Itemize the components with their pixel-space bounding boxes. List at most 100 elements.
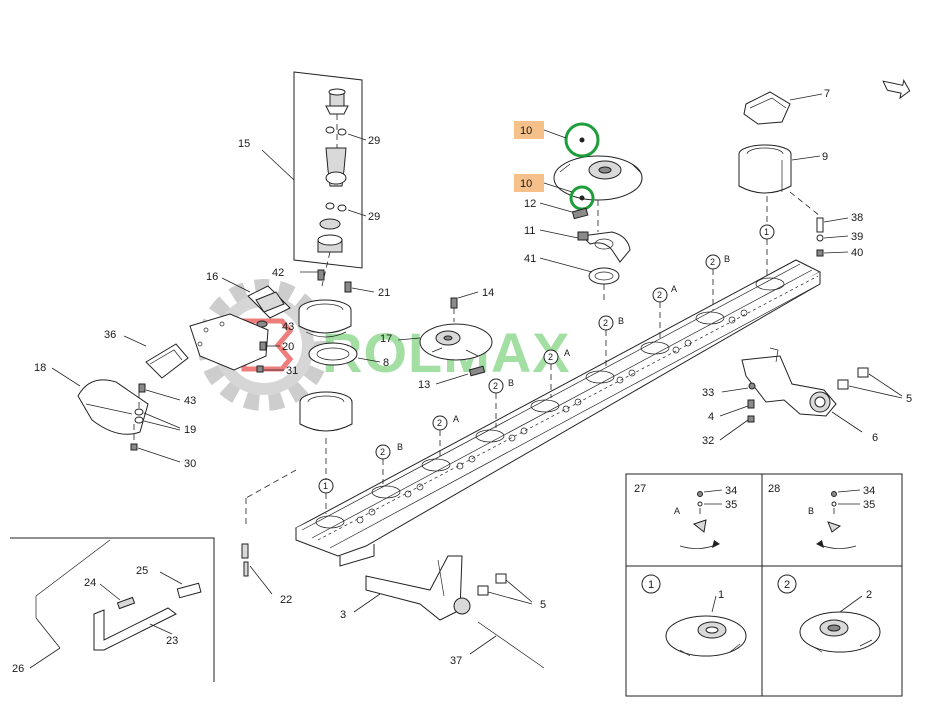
part-31-nut: 31 [256,365,298,377]
svg-text:15: 15 [238,138,250,150]
svg-text:43: 43 [184,395,196,407]
disc-seats [315,277,785,529]
part-30-nut: 30 [130,443,196,470]
svg-text:1: 1 [764,227,769,237]
part-3-arm: 3 [340,555,471,621]
inset-box-disc-1: 1 1 [641,574,747,657]
part-5-nuts-bottom: 5 [477,573,546,611]
part-10-bolt-top [543,122,600,158]
position-marker-2-b3: 2 B [488,378,514,428]
part-20-bolt: 20 [259,341,294,353]
inset-box-disc-2: 2 2 [777,574,881,653]
part-14-bolt: 14 [450,287,494,322]
svg-text:27: 27 [634,483,646,495]
svg-text:35: 35 [863,499,875,511]
center-disc [553,155,643,201]
svg-text:2: 2 [603,318,608,328]
part-18-shoe: 18 [34,362,149,435]
part-8-ring: 8 [308,342,389,369]
part-32-nut: 32 [702,415,755,447]
svg-text:10: 10 [520,125,532,137]
position-marker-2-a2: 2 A [543,348,570,398]
svg-text:B: B [808,506,814,516]
svg-text:18: 18 [34,362,46,374]
part-7-cap: 7 [743,88,830,125]
svg-text:A: A [564,348,570,358]
position-marker-1-top: 1 [759,196,775,276]
part-41-ring: 41 [524,253,620,285]
svg-text:2: 2 [437,418,442,428]
svg-text:26: 26 [12,663,24,675]
svg-text:23: 23 [166,635,178,647]
bar-holes [356,309,748,524]
svg-text:1: 1 [718,589,724,601]
svg-text:6: 6 [872,432,878,444]
part-23-bracket: 23 [93,607,178,651]
navigation-arrow-icon [882,79,911,100]
svg-text:B: B [724,254,730,264]
part-9-drum: 9 [738,144,828,194]
highlight-labels-10: 10 10 [514,121,544,192]
part-15-frame: 15 [238,71,363,269]
svg-text:2: 2 [784,579,790,591]
svg-text:7: 7 [824,88,830,100]
part-skid-plate [189,313,269,371]
svg-text:10: 10 [520,178,532,190]
svg-text:5: 5 [540,599,546,611]
svg-text:2: 2 [548,352,553,362]
part-21-bolt: 21 [344,281,390,299]
parts-38-40-bolts: 38 39 40 [816,212,863,259]
svg-text:12: 12 [524,198,536,210]
position-marker-2-b2: 2 B [598,315,624,368]
svg-text:40: 40 [851,247,863,259]
part-36-plate: 36 [104,329,189,379]
position-marker-2-a1: 2 A [652,284,677,340]
svg-text:36: 36 [104,329,116,341]
svg-text:43: 43 [282,321,294,333]
svg-text:22: 22 [280,594,292,606]
drive-shaft-parts: 29 29 [317,88,380,287]
svg-text:24: 24 [84,577,96,589]
part-16-guard: 16 [206,271,291,319]
svg-text:1: 1 [648,579,654,591]
svg-text:20: 20 [282,341,294,353]
part-11-bracket: 11 [524,225,631,263]
part-37-rod: 37 [450,621,545,669]
svg-text:2: 2 [380,447,385,457]
svg-text:33: 33 [702,387,714,399]
svg-text:2: 2 [493,381,498,391]
svg-text:16: 16 [206,271,218,283]
position-marker-2-b1: 2 B [705,254,730,310]
svg-text:5: 5 [906,393,912,405]
svg-text:13: 13 [418,379,430,391]
svg-text:3: 3 [340,609,346,621]
inset-26-frame: 26 [10,537,215,682]
svg-text:42: 42 [272,267,284,279]
svg-text:25: 25 [136,565,148,577]
svg-text:38: 38 [851,212,863,224]
position-marker-2-a3: 2 A [432,414,459,456]
svg-text:2: 2 [710,257,715,267]
part-24-pin: 24 [84,577,136,610]
part-6-gear-arm: 6 [741,347,878,444]
svg-text:B: B [618,316,624,326]
svg-text:4: 4 [708,411,714,423]
svg-text:19: 19 [184,424,196,436]
svg-text:37: 37 [450,655,462,667]
part-25-block: 25 [136,565,202,599]
position-marker-2-b4: 2 B [375,442,403,484]
part-42-bolt: 42 [272,267,325,281]
svg-text:B: B [397,442,403,452]
svg-text:30: 30 [184,458,196,470]
svg-text:35: 35 [725,499,737,511]
position-markers: 1 2 B 2 A 2 B 2 A 2 [318,196,775,514]
svg-text:B: B [508,378,514,388]
svg-text:14: 14 [482,287,494,299]
svg-text:41: 41 [524,253,536,265]
part-43-washer: 43 [256,320,294,333]
part-22-spring-set: 22 [241,469,297,606]
inset-grid [625,473,903,697]
cutting-disc-17: 17 [380,323,493,361]
svg-text:21: 21 [378,287,390,299]
part-12-key: 12 [524,198,589,220]
